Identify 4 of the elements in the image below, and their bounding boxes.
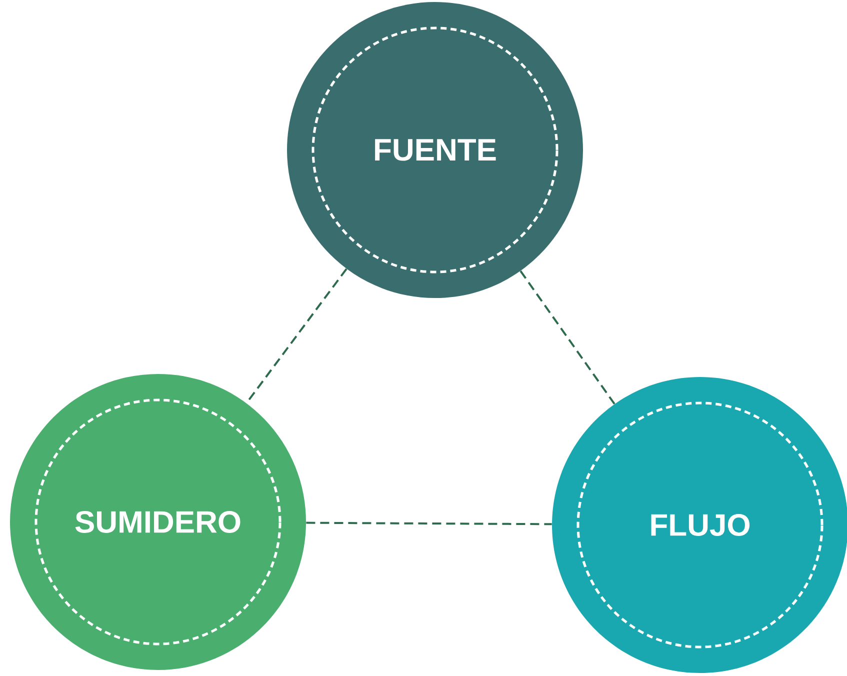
dashed-line xyxy=(520,270,616,405)
circle-node: FUENTE xyxy=(287,2,583,298)
circle-node: SUMIDERO xyxy=(10,374,306,670)
dashed-line xyxy=(306,522,552,526)
